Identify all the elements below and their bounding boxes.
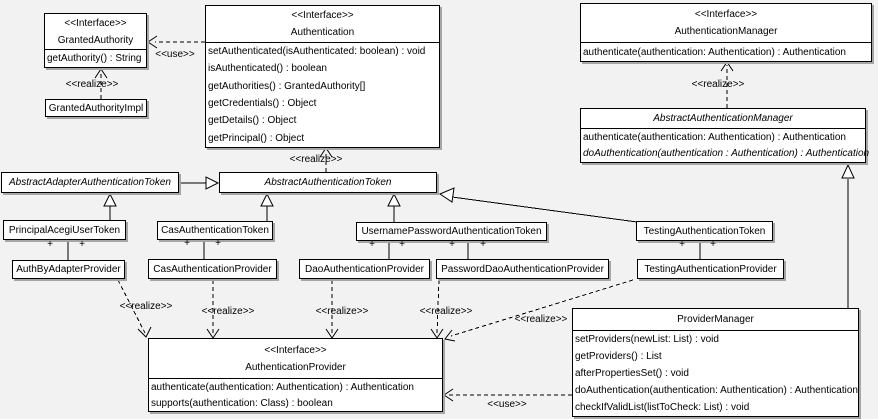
multiplicity-label: + — [47, 239, 53, 250]
method: setProviders(newList: List) : void — [575, 334, 719, 345]
method: authenticate(authentication: Authenticat… — [583, 46, 846, 58]
method: authenticate(authentication: Authenticat… — [583, 131, 846, 143]
class-cas-authentication-token: CasAuthenticationToken — [157, 221, 273, 240]
multiplicity-label: + — [215, 238, 221, 249]
multiplicity-label: + — [710, 239, 716, 250]
realize-label: <<realize>> — [419, 306, 473, 317]
edge-realize-abstractauthenticationmanager — [720, 61, 734, 108]
method: supports(authentication: Class) : boolea… — [151, 397, 333, 409]
class-name: GrantedAuthority — [57, 34, 134, 46]
class-dao-authentication-provider: DaoAuthenticationProvider — [299, 259, 430, 279]
class-name: AbstractAuthenticationToken — [264, 177, 392, 188]
class-abstract-adapter-authentication-token: AbstractAdapterAuthenticationToken — [1, 172, 179, 193]
method: getAuthorities() : GrantedAuthority[] — [208, 80, 366, 92]
class-authentication: <<Interface>> Authentication setAuthenti… — [205, 5, 440, 148]
stereotype: <<Interface>> — [64, 17, 127, 29]
realize-label: <<realize>> — [514, 314, 568, 325]
class-name: AbstractAdapterAuthenticationToken — [9, 177, 171, 188]
class-name: ProviderManager — [677, 314, 754, 325]
edge-realize-authbyadapterprovider — [117, 279, 152, 338]
class-name: Authentication — [290, 27, 355, 38]
class-name: DaoAuthenticationProvider — [305, 263, 424, 275]
class-username-password-authentication-token: UsernamePasswordAuthenticationToken — [356, 222, 547, 241]
method: setAuthenticated(isAuthenticated: boolea… — [208, 46, 426, 58]
edge-gen-providermanager — [841, 163, 855, 308]
edge-gen-principaltoken — [103, 192, 117, 221]
method: checkIfValidList(listToCheck: List) : vo… — [575, 402, 750, 413]
method: afterPropertiesSet() : void — [575, 368, 689, 379]
multiplicity-label: + — [79, 239, 85, 250]
realize-label: <<realize>> — [691, 79, 745, 90]
edge-gen-castoken — [260, 192, 274, 221]
realize-label: <<realize>> — [289, 154, 343, 165]
class-name: GrantedAuthorityImpl — [48, 102, 144, 114]
class-abstract-authentication-manager: AbstractAuthenticationManager authentica… — [580, 108, 870, 163]
realize-label: <<realize>> — [315, 306, 369, 317]
stereotype: <<Interface>> — [291, 10, 354, 21]
use-label: <<use>> — [155, 49, 195, 60]
class-name: AuthenticationProvider — [245, 361, 346, 373]
stereotype: <<Interface>> — [264, 344, 327, 356]
method: authenticate(authentication: Authenticat… — [151, 381, 414, 393]
multiplicity-label: + — [679, 239, 685, 250]
class-auth-by-adapter-provider: AuthByAdapterProvider — [12, 260, 125, 279]
class-testing-authentication-provider: TestingAuthenticationProvider — [637, 259, 784, 279]
class-name: PrincipalAcegiUserToken — [8, 224, 121, 236]
use-label: <<use>> — [487, 399, 527, 410]
realize-label: <<realize>> — [201, 306, 255, 317]
class-name: AbstractAuthenticationManager — [653, 113, 793, 124]
method: getCredentials() : Object — [208, 98, 317, 110]
multiplicity-label: + — [369, 239, 375, 250]
multiplicity-label: + — [449, 239, 455, 250]
method: getDetails() : Object — [208, 115, 297, 127]
class-name: CasAuthenticationToken — [161, 225, 269, 236]
class-name: AuthByAdapterProvider — [16, 264, 121, 275]
stereotype: <<Interface>> — [694, 9, 758, 20]
edge-gen-usernamepasswordtoken — [387, 192, 401, 222]
edge-gen-testingtoken — [438, 187, 638, 223]
class-name: AuthenticationManager — [674, 26, 778, 37]
class-name: PasswordDaoAuthenticationProvider — [441, 263, 604, 275]
class-principal-acegi-user-token: PrincipalAcegiUserToken — [3, 220, 126, 240]
multiplicity-label: + — [399, 239, 405, 250]
edge-use-providermanager-to-authenticationprovider — [443, 388, 572, 402]
class-abstract-authentication-token: AbstractAuthenticationToken — [219, 172, 437, 193]
realize-label: <<realize>> — [119, 301, 173, 312]
multiplicity-label: + — [480, 239, 486, 250]
class-cas-authentication-provider: CasAuthenticationProvider — [148, 259, 277, 279]
class-provider-manager: ProviderManager setProviders(newList: Li… — [572, 308, 859, 417]
method: getProviders() : List — [575, 351, 662, 362]
edge-realize-testingprovider — [444, 279, 634, 342]
multiplicity-label: + — [184, 238, 190, 249]
edge-realize-abstractauthenticationtoken — [319, 147, 333, 172]
method: isAuthenticated() : boolean — [208, 63, 327, 75]
edge-realize-grantedauthorityimpl — [94, 68, 108, 99]
edge-gen-adaptertoken-to-abstracttoken — [179, 176, 220, 190]
class-password-dao-authentication-provider: PasswordDaoAuthenticationProvider — [436, 259, 609, 279]
method: getPrincipal() : Object — [208, 132, 305, 144]
edge-use-authentication-to-grantedauthority — [147, 35, 205, 49]
class-name: CasAuthenticationProvider — [153, 263, 272, 275]
method: doAuthentication(authentication : Authen… — [583, 148, 870, 160]
method: getAuthority() : String — [47, 53, 142, 64]
class-name: TestingAuthenticationProvider — [644, 263, 777, 275]
realize-label: <<realize>> — [65, 79, 119, 90]
class-authentication-manager: <<Interface>> AuthenticationManager auth… — [580, 3, 872, 62]
method: doAuthentication(authentication: Authent… — [575, 385, 858, 396]
class-authentication-provider: <<Interface>> AuthenticationProvider aut… — [148, 338, 443, 412]
class-name: TestingAuthenticationToken — [643, 225, 766, 237]
class-testing-authentication-token: TestingAuthenticationToken — [636, 221, 773, 241]
class-granted-authority: <<Interface>> GrantedAuthority getAuthor… — [44, 13, 147, 68]
class-granted-authority-impl: GrantedAuthorityImpl — [45, 99, 147, 117]
class-name: UsernamePasswordAuthenticationToken — [361, 226, 542, 237]
